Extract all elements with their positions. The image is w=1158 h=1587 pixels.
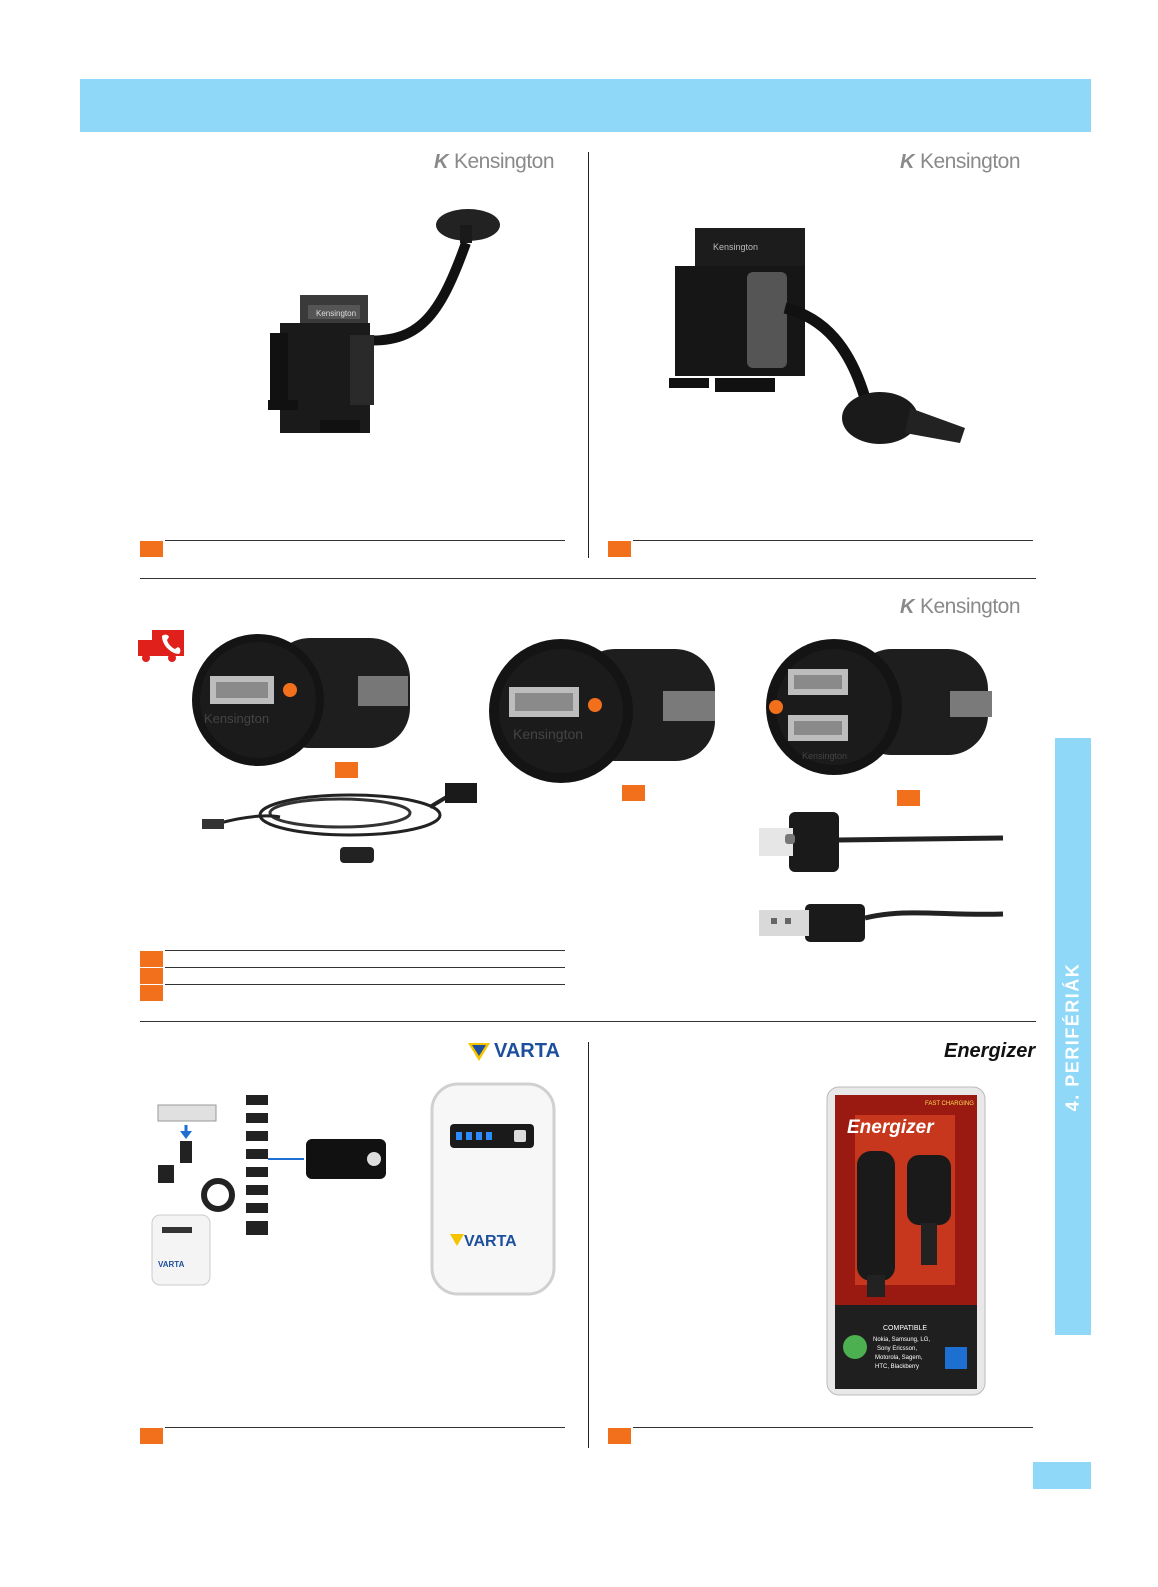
kensington-logo: K Kensington [900,150,1021,173]
section-rule [165,967,565,968]
section-rule [633,1427,1033,1428]
kensington-logo-icon: K [434,150,448,173]
product-badge [140,968,163,984]
product-badge [335,762,358,778]
column-divider-bottom [588,1042,589,1448]
kensington-logo: K Kensington [434,150,555,173]
car-charger-dual-usb-image: Kensington [766,639,992,775]
energizer-brands-line: Nokia, Samsung, LG, [873,1337,930,1343]
energizer-brands-line: HTC, Blackberry [875,1364,919,1370]
varta-power-bank-image: VARTA [430,1082,556,1296]
section-rule [165,984,565,985]
section-side-tab: 4. PERIFÉRIÁK [1055,738,1091,1335]
car-holder-charger-image: Kensington [669,228,965,444]
product-badge [897,790,920,806]
kensington-logo: K Kensington [900,595,1021,618]
column-divider-top [588,152,589,558]
energizer-pack-text: Energizer [847,1117,935,1138]
section-rule [165,950,565,951]
windshield-holder-image: Kensington [268,209,500,433]
section-rule [165,1427,565,1428]
energizer-compatible-text: COMPATIBLE [883,1325,927,1332]
varta-device-text: VARTA [158,1260,185,1269]
energizer-fast-text: FAST CHARGING [925,1101,974,1107]
delivery-truck-phone-icon [138,630,184,662]
charger-logo-text: Kensington [513,726,583,742]
section-separator-1 [140,578,1036,579]
car-charger-single-usb-image: Kensington [192,634,410,766]
varta-device-text: VARTA [464,1233,517,1250]
energizer-logo-icon: Energizer [944,1040,1036,1062]
holder-logo-text: Kensington [713,242,758,252]
product-badge [608,1428,631,1444]
side-tab-label: 4. PERIFÉRIÁK [1062,962,1083,1111]
varta-connection-diagram-image: VARTA [151,1095,386,1286]
apple-dock-cable-image [759,812,1004,942]
car-charger-single-usb-image: Kensington [489,639,715,783]
header-band [80,79,1091,132]
page-number-box [1033,1462,1091,1489]
varta-logo: VARTA [468,1040,560,1063]
section-rule [165,540,565,541]
energizer-brands-line: Motorola, Sagem, [875,1355,923,1361]
varta-logo-icon [468,1042,490,1061]
charger-logo-text: Kensington [204,711,269,726]
energizer-charger-pack-image: Energizer FAST CHARGING COMPATIBLE Nokia… [826,1086,986,1396]
micro-usb-cable-image [202,783,477,863]
product-badge [140,985,163,1001]
product-badge [140,541,163,557]
product-badge [140,951,163,967]
section-separator-2 [140,1021,1036,1022]
product-badge [140,1428,163,1444]
section-rule [633,540,1033,541]
holder-logo-text: Kensington [316,309,356,318]
product-badge [608,541,631,557]
product-badge [622,785,645,801]
energizer-brands-line: Sony Ericsson, [877,1346,917,1352]
energizer-logo: Energizer [944,1040,1035,1063]
charger-logo-text: Kensington [802,751,847,761]
kensington-logo-icon: K [900,150,914,173]
kensington-logo-icon: K [900,595,914,618]
